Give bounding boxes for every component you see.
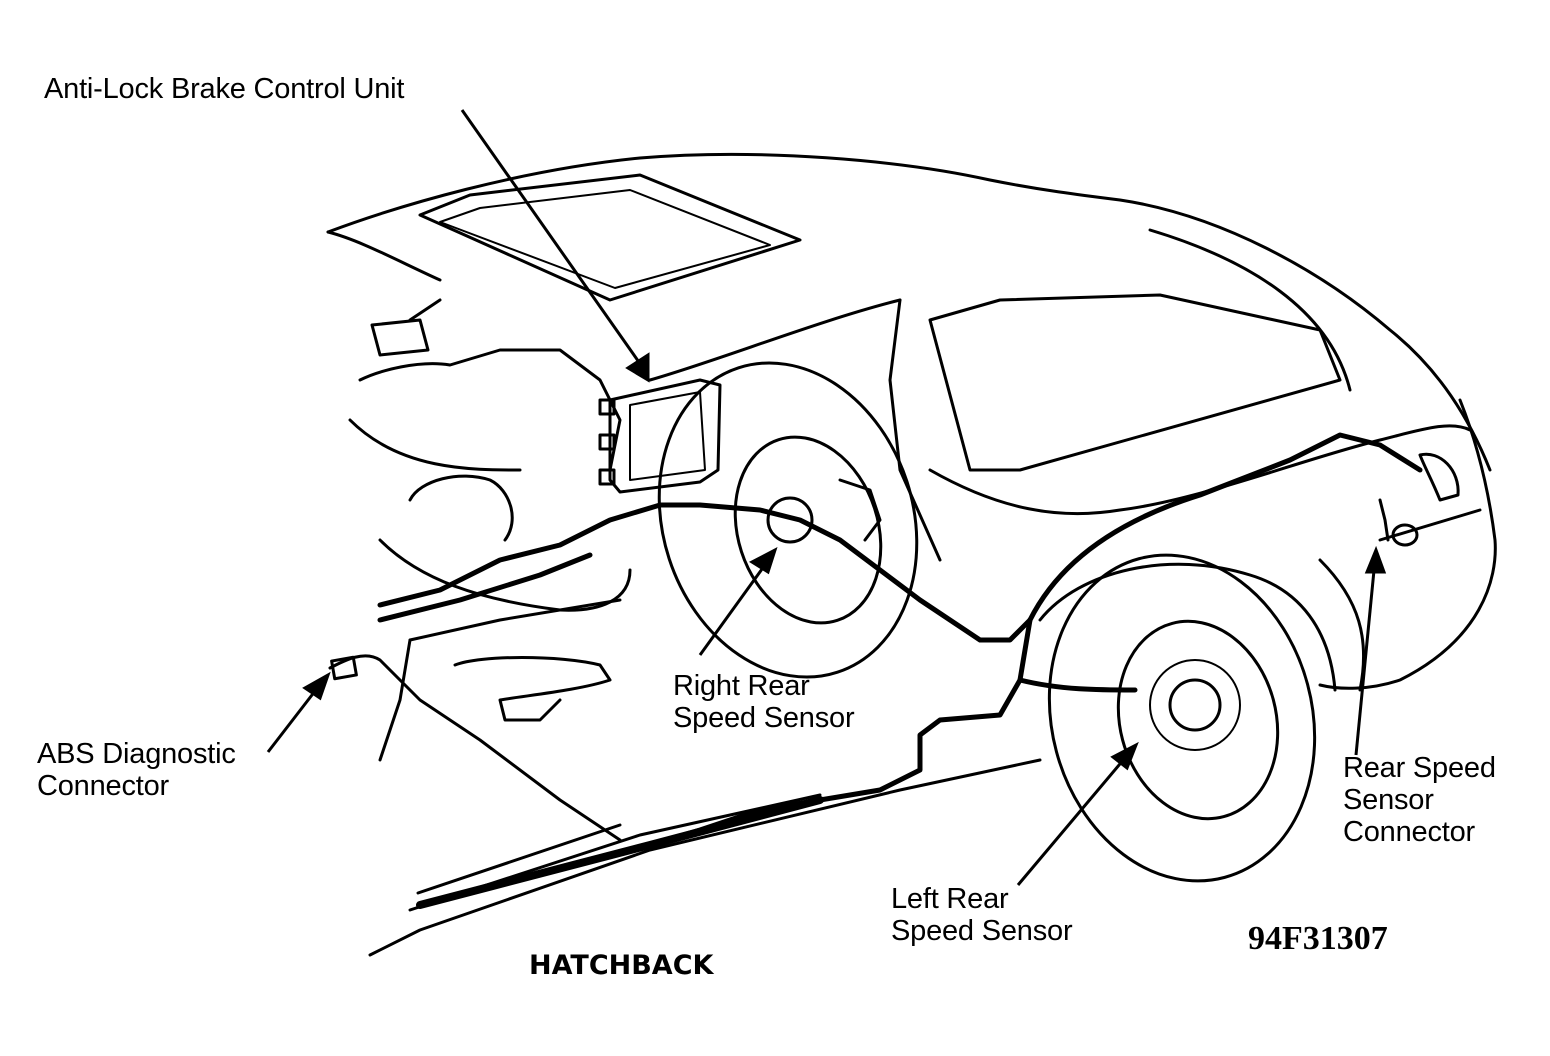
- diagnostic-connector-label-line2: Connector: [37, 770, 169, 802]
- rear-seat: [358, 348, 622, 472]
- control-unit-label: Anti-Lock Brake Control Unit: [44, 73, 405, 105]
- taillight: [1418, 452, 1460, 502]
- left-rear-sensor-label-line2: Speed Sensor: [891, 915, 1073, 947]
- diagnostic-connector-label-line1: ABS Diagnostic: [37, 738, 236, 770]
- left-rear-sensor-label-line1: Left Rear: [891, 883, 1009, 915]
- rear-view-mirror: [370, 318, 430, 357]
- parking-brake: [453, 656, 612, 722]
- left-rear-wheel: [1047, 553, 1317, 883]
- side-window: [928, 293, 1342, 472]
- right-rear-wheel: [657, 361, 919, 679]
- control-unit-shape: [608, 378, 722, 494]
- rear-sensor-connector-label-line3: Connector: [1343, 816, 1475, 848]
- rocker-panel: [368, 758, 1042, 957]
- figure-id: 94F31307: [1248, 920, 1388, 957]
- roof-outline: [326, 152, 1492, 472]
- wiring-harness: [377, 502, 1033, 643]
- rear-sensor-connector-label-line2: Sensor: [1343, 784, 1434, 816]
- rear-sensor-connector-label: Rear Speed Sensor Connector: [1343, 752, 1496, 848]
- right-rear-sensor-label-line2: Speed Sensor: [673, 702, 855, 734]
- right-rear-sensor-label-line1: Right Rear: [673, 670, 810, 702]
- right-rear-sensor-label: Right Rear Speed Sensor: [673, 670, 855, 734]
- figure-caption: HATCHBACK: [529, 950, 714, 981]
- sunroof: [418, 173, 802, 302]
- rear-sensor-connector-label-line1: Rear Speed: [1343, 752, 1496, 784]
- diagnostic-connector-label: ABS Diagnostic Connector: [37, 738, 236, 802]
- body-side: [648, 298, 902, 382]
- left-rear-sensor-label: Left Rear Speed Sensor: [891, 883, 1073, 947]
